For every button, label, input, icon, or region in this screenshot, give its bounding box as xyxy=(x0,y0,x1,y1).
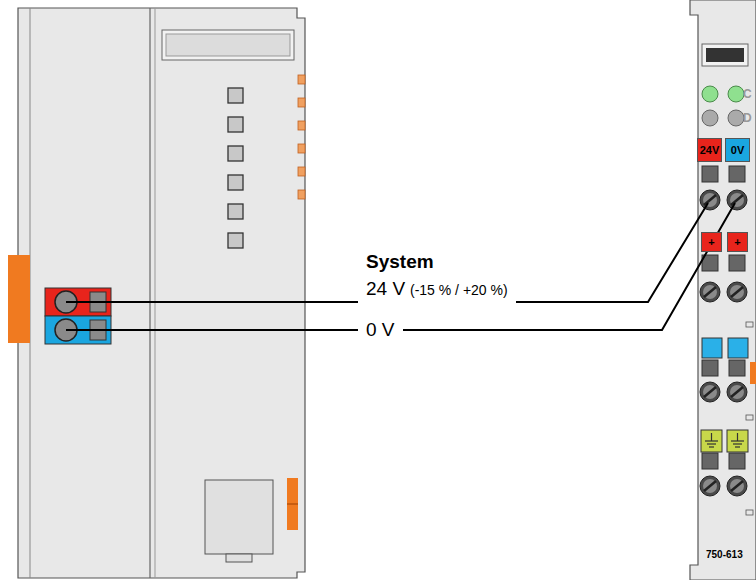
terminal-text: 0V xyxy=(731,144,744,156)
terminal-text: + xyxy=(734,236,740,248)
terminal-label-24v: 24V xyxy=(697,138,722,162)
group-label: System xyxy=(366,252,434,273)
tolerance-label: (-15 % / +20 %) xyxy=(410,283,508,298)
terminal-text: 24V xyxy=(700,144,720,156)
leader-line xyxy=(66,301,358,303)
terminal-label-plus: + xyxy=(701,232,722,252)
led-label: C xyxy=(743,88,752,101)
terminal-label-plus: + xyxy=(727,232,748,252)
voltage-label: 24 V xyxy=(366,279,405,300)
led-label: D xyxy=(743,112,752,125)
voltage-label: 0 V xyxy=(366,320,395,341)
leader-line xyxy=(516,203,708,302)
module-number: 750-613 xyxy=(706,549,743,560)
terminal-text: + xyxy=(708,236,714,248)
leader-line xyxy=(403,203,735,330)
terminal-label-0v: 0V xyxy=(725,138,750,162)
leader-line xyxy=(66,329,358,331)
